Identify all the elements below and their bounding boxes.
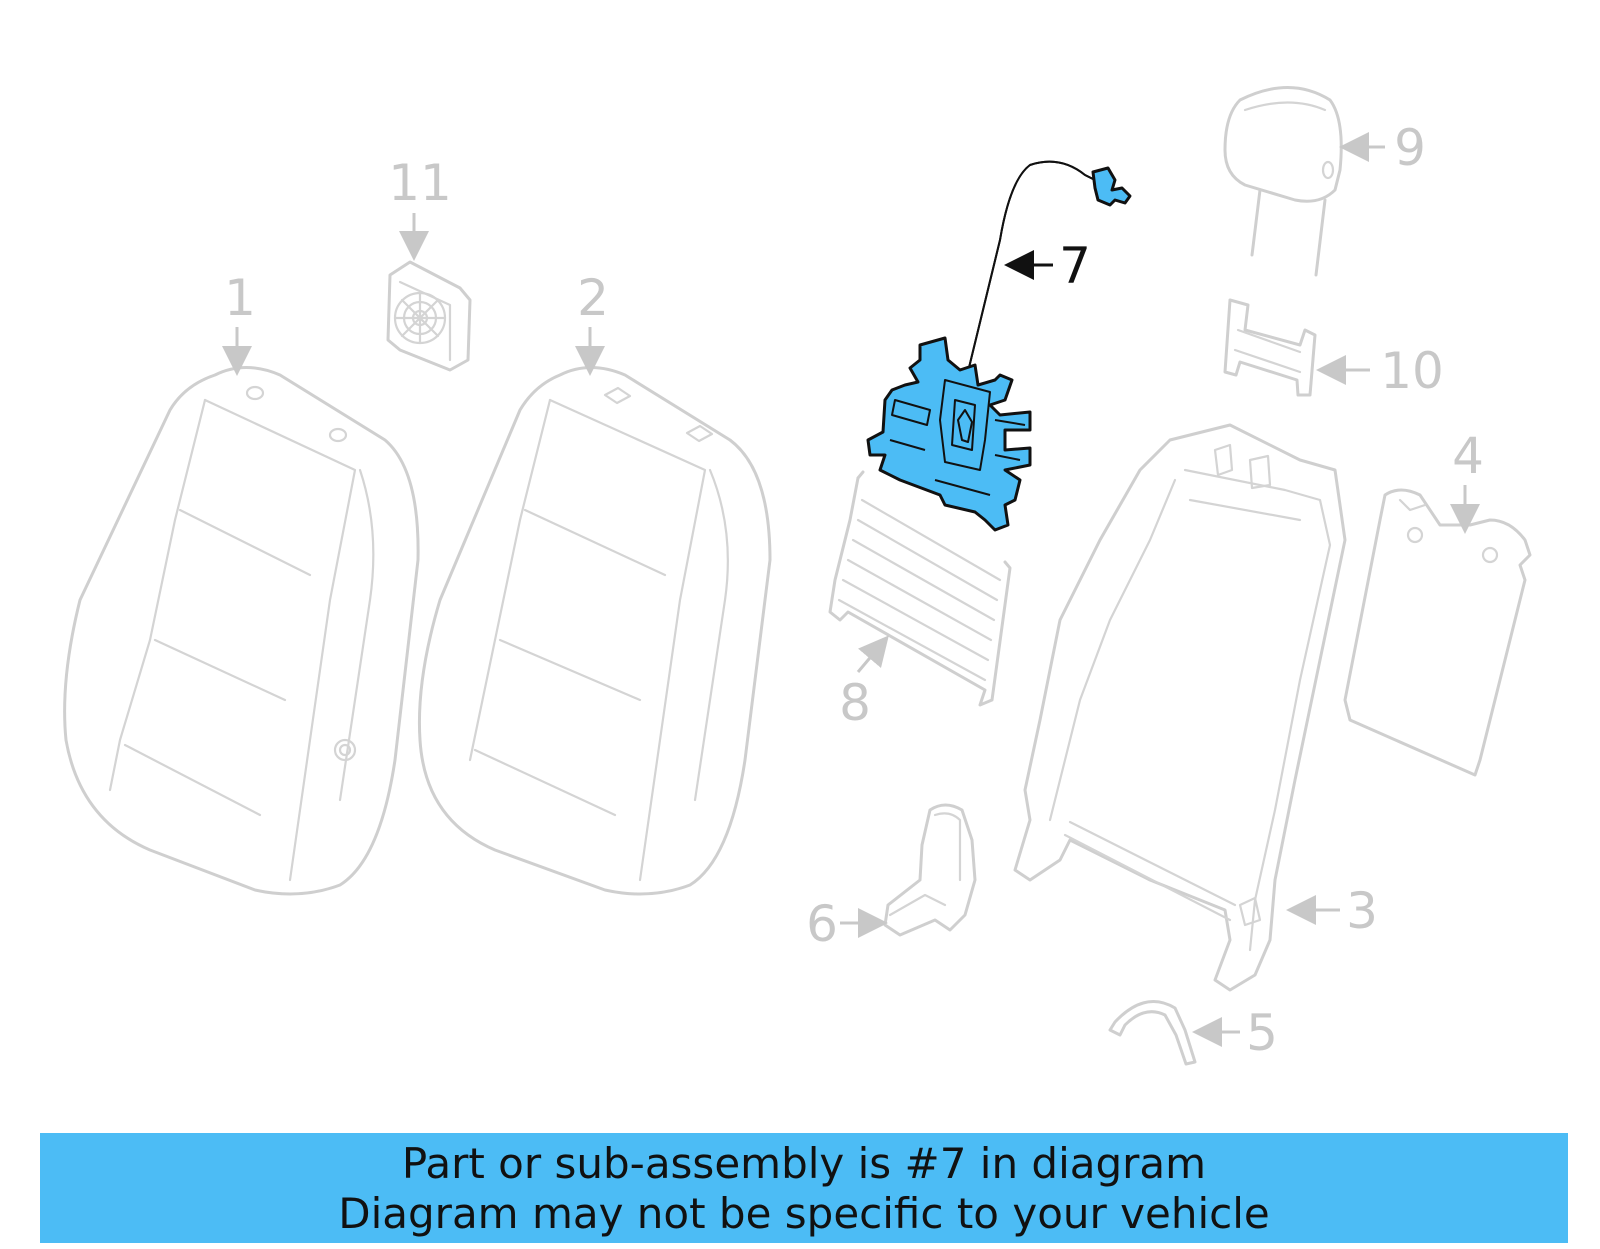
callout-8: 8 bbox=[839, 674, 871, 732]
part-2-seat-back-cover[interactable] bbox=[417, 366, 772, 896]
part-4-panel[interactable] bbox=[1343, 488, 1532, 777]
part-6-trim-piece[interactable] bbox=[883, 803, 977, 937]
part-3-seat-frame[interactable] bbox=[1013, 423, 1347, 992]
callout-5: 5 bbox=[1246, 1004, 1278, 1062]
callout-2: 2 bbox=[577, 269, 609, 327]
part-7-sensor-mat[interactable] bbox=[866, 160, 1132, 532]
info-banner: Part or sub-assembly is #7 in diagram Di… bbox=[40, 1133, 1568, 1243]
part-10-bracket[interactable] bbox=[1223, 298, 1317, 397]
callout-4: 4 bbox=[1452, 427, 1484, 485]
leader-8 bbox=[856, 635, 889, 673]
banner-line-2: Diagram may not be specific to your vehi… bbox=[338, 1189, 1270, 1238]
callout-7: 7 bbox=[1059, 237, 1091, 295]
part-8-lumbar-grid[interactable] bbox=[828, 470, 1012, 707]
part-1-seat-back-cover[interactable] bbox=[63, 366, 420, 896]
callout-10: 10 bbox=[1380, 342, 1444, 400]
callout-9: 9 bbox=[1394, 119, 1426, 177]
callout-11: 11 bbox=[388, 154, 452, 212]
part-9-headrest[interactable] bbox=[1223, 86, 1343, 277]
callout-6: 6 bbox=[806, 895, 838, 953]
callout-1: 1 bbox=[224, 269, 256, 327]
part-11-fan[interactable] bbox=[386, 260, 472, 372]
part-5-clip[interactable] bbox=[1108, 1000, 1197, 1066]
banner-line-1: Part or sub-assembly is #7 in diagram bbox=[401, 1139, 1207, 1188]
callout-3: 3 bbox=[1346, 882, 1378, 940]
